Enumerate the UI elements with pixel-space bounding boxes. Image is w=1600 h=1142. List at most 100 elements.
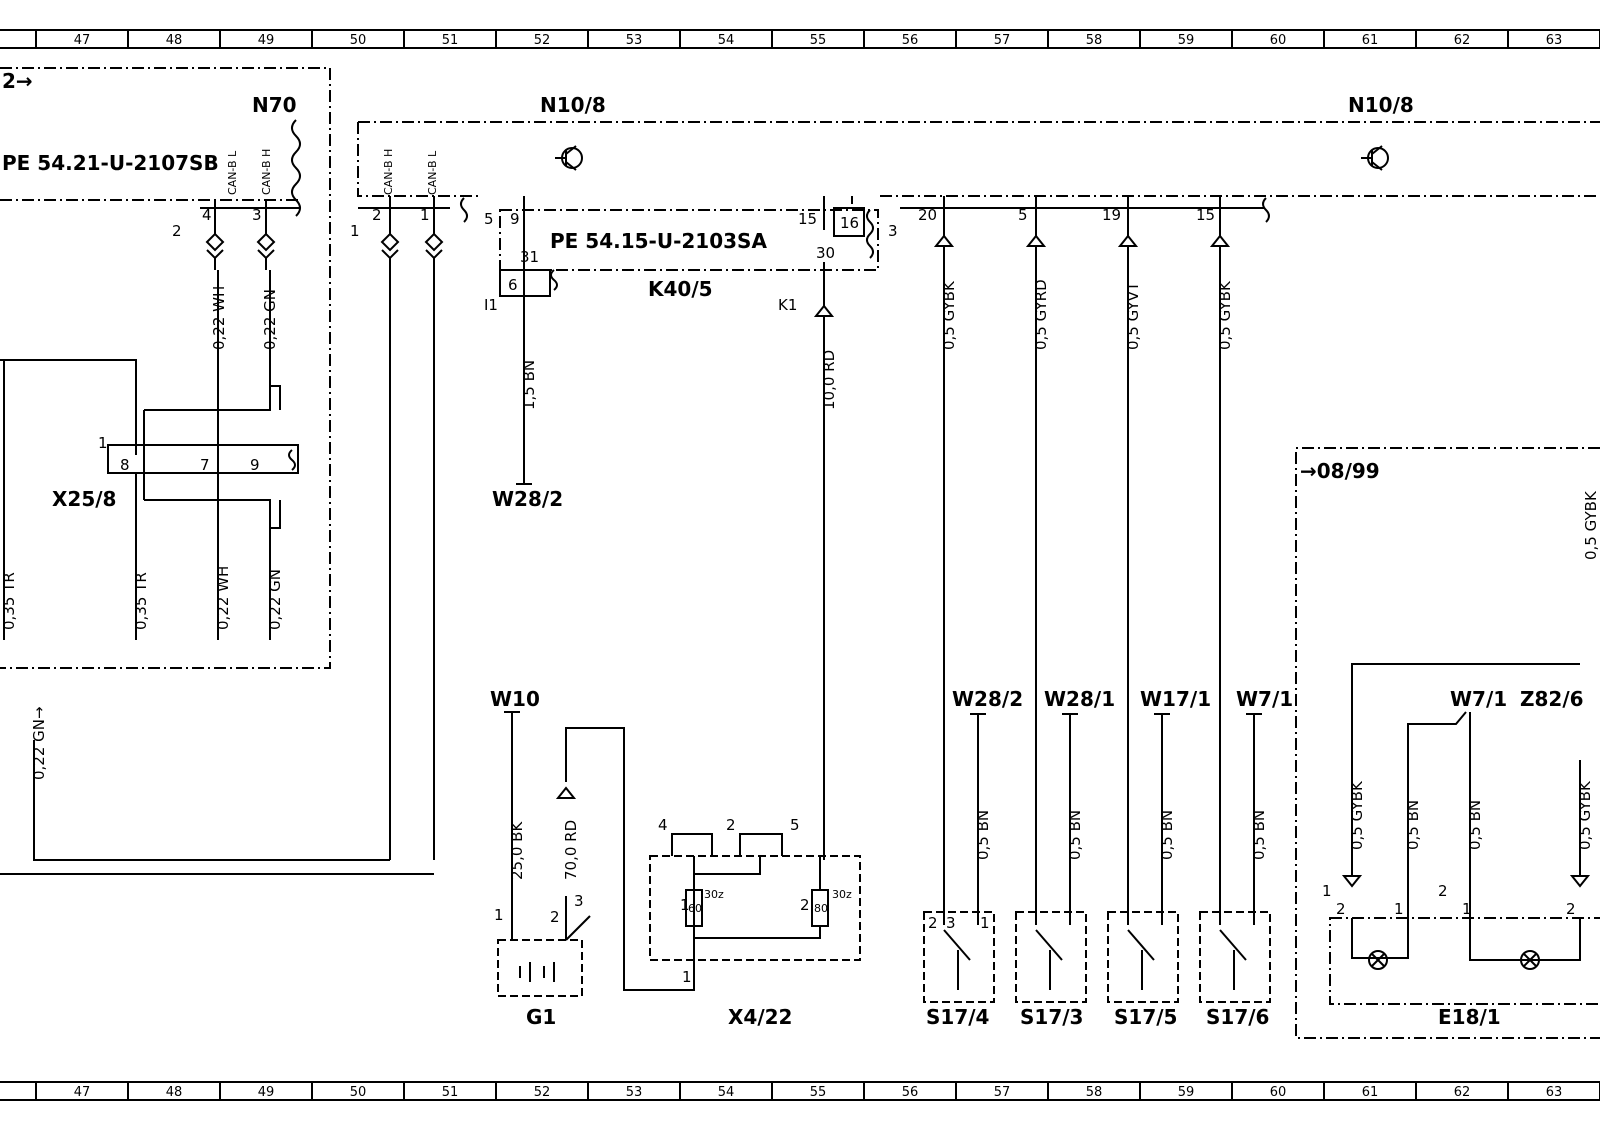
gn-wire bbox=[0, 740, 434, 875]
n70-pin-3: 3 bbox=[252, 206, 262, 224]
fuse-box-x4-22 bbox=[649, 833, 861, 961]
g1-pin-2: 2 bbox=[550, 908, 560, 926]
ruler-number: 47 bbox=[74, 1085, 91, 1100]
wire-label: 0,35 TR bbox=[0, 572, 18, 630]
k40-pin-6: 6 bbox=[508, 276, 518, 294]
wire-label: 0,5 BN bbox=[1250, 810, 1268, 860]
n10-box bbox=[357, 121, 1600, 197]
wire-label: 1,5 BN bbox=[520, 360, 538, 410]
ruler-number: 54 bbox=[718, 1085, 735, 1100]
wire-label: 0,5 BN bbox=[1404, 800, 1422, 850]
n10-pin-15: 15 bbox=[1196, 206, 1215, 224]
k40-reference: PE 54.15-U-2103SA bbox=[550, 229, 767, 253]
wire-label: 0,35 TR bbox=[132, 572, 150, 630]
connector-symbols bbox=[813, 304, 835, 317]
e18-box bbox=[1295, 447, 1600, 1039]
fuse-60: 60 bbox=[688, 902, 702, 915]
switch-pin: 2 bbox=[928, 914, 938, 932]
switch-s17-6 bbox=[1199, 911, 1271, 1003]
wire-label: 0,5 BN bbox=[1158, 810, 1176, 860]
k40-box bbox=[499, 209, 879, 271]
ruler-number: 59 bbox=[1178, 1085, 1195, 1100]
can-label-3: CAN-B H bbox=[382, 149, 395, 195]
ruler-number: 52 bbox=[534, 1085, 551, 1100]
wire-label: 0,5 GYBK bbox=[1216, 280, 1234, 350]
offpage-wire-label: 0,22 GN→ bbox=[30, 706, 48, 780]
wire-label: 0,22 GN bbox=[266, 569, 284, 630]
n70-pin-4: 4 bbox=[202, 206, 212, 224]
x4-pin-2: 2 bbox=[726, 816, 736, 834]
wire-label: 0,5 GYVT bbox=[1124, 281, 1142, 350]
wire-label: 10,0 RD bbox=[820, 350, 838, 410]
n70-connector-number: 2 bbox=[172, 222, 182, 240]
ruler-number: 53 bbox=[626, 33, 643, 48]
transistor-icon bbox=[555, 145, 583, 171]
n10-label-left: N10/8 bbox=[540, 93, 606, 117]
x4-pin-5: 5 bbox=[790, 816, 800, 834]
switch-s17-4 bbox=[923, 911, 995, 1003]
switch-s17-5 bbox=[1107, 911, 1179, 1003]
wire-label: 0,5 GYBK bbox=[940, 280, 958, 350]
connector-w17-1: W17/1 bbox=[1140, 687, 1211, 711]
e18-label: E18/1 bbox=[1438, 1005, 1501, 1029]
ruler-number: 56 bbox=[902, 33, 919, 48]
ruler-number: 50 bbox=[350, 33, 367, 48]
n70-label: N70 bbox=[252, 93, 297, 117]
connector-w7-1: W7/1 bbox=[1236, 687, 1293, 711]
wire-label: 0,22 WH bbox=[214, 566, 232, 630]
ruler-number: 62 bbox=[1454, 1085, 1471, 1100]
fuse-30z-a: 30z bbox=[704, 888, 724, 901]
k40-pin-15: 15 bbox=[798, 210, 817, 228]
fuse-box-x4-22-label: X4/22 bbox=[728, 1005, 792, 1029]
connector-w7-1-b: W7/1 bbox=[1450, 687, 1507, 711]
g1-pin-3: 3 bbox=[574, 892, 584, 910]
n70-reference: PE 54.21-U-2107SB bbox=[2, 151, 219, 175]
ruler-number: 48 bbox=[166, 33, 183, 48]
k40-pin-5: 5 bbox=[484, 210, 494, 228]
ruler-number: 49 bbox=[258, 33, 275, 48]
ruler-number: 60 bbox=[1270, 1085, 1287, 1100]
ruler-number: 47 bbox=[74, 33, 91, 48]
ruler-number: 51 bbox=[442, 1085, 459, 1100]
e18-wiring bbox=[1351, 663, 1581, 970]
x25-pin-9: 9 bbox=[250, 456, 260, 474]
connector-k1: K1 bbox=[778, 296, 797, 314]
wire-label: 25,0 BK bbox=[508, 821, 526, 880]
can-label-2: CAN-B H bbox=[260, 149, 273, 195]
can-label-4: CAN-B L bbox=[426, 150, 439, 195]
wire-label: 0,5 GYBK bbox=[1576, 780, 1594, 850]
battery-g1-label: G1 bbox=[526, 1005, 556, 1029]
ruler-number: 55 bbox=[810, 1085, 827, 1100]
wire-label: 0,5 GYRD bbox=[1032, 279, 1050, 350]
wire-label: 70,0 RD bbox=[562, 820, 580, 880]
ruler-number: 55 bbox=[810, 33, 827, 48]
switch-pin: 1 bbox=[980, 914, 990, 932]
n70-box bbox=[0, 67, 331, 669]
k40-pin-30: 30 bbox=[816, 244, 835, 262]
connector-w28-2-top: W28/2 bbox=[492, 487, 563, 511]
ruler-number: 61 bbox=[1362, 1085, 1379, 1100]
n10-can-connector bbox=[358, 196, 468, 860]
switch-bus bbox=[900, 196, 1270, 925]
battery-g1 bbox=[497, 711, 695, 997]
k40-wiring bbox=[499, 196, 874, 860]
connector-symbols bbox=[1341, 875, 1591, 888]
x25-pin-7: 7 bbox=[200, 456, 210, 474]
offpage-ref-top-left: 2→ bbox=[2, 69, 33, 93]
ground-wires bbox=[970, 713, 1262, 925]
fuse-80: 80 bbox=[814, 902, 828, 915]
switch-pin: 3 bbox=[946, 914, 956, 932]
can-label-1: CAN-B L bbox=[226, 150, 239, 195]
connector-i1: I1 bbox=[484, 296, 498, 314]
ruler-number: 57 bbox=[994, 33, 1011, 48]
x25-pin-1: 1 bbox=[98, 434, 108, 452]
ruler-number: 61 bbox=[1362, 33, 1379, 48]
k40-pin-16: 16 bbox=[840, 214, 859, 232]
n10-pin-5: 5 bbox=[1018, 206, 1028, 224]
wire-label: 0,5 GYBK bbox=[1348, 780, 1366, 850]
ruler-number: 58 bbox=[1086, 33, 1103, 48]
ruler-number: 57 bbox=[994, 1085, 1011, 1100]
